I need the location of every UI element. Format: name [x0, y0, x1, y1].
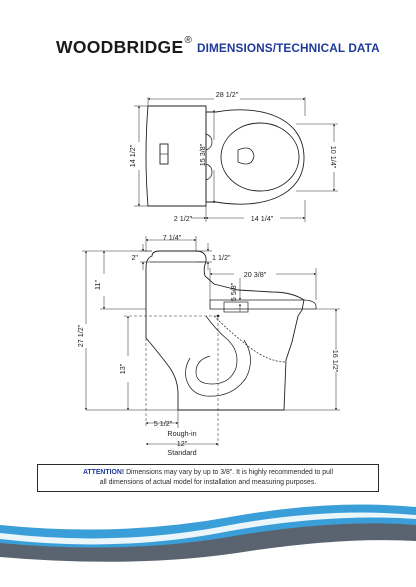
dim-tank-depth: 7 1/4" — [163, 233, 182, 242]
brand-name: WOODBRIDGE — [56, 37, 184, 57]
side-body-outline — [145, 250, 305, 411]
attention-prefix: ATTENTION! — [82, 469, 125, 476]
seat-outline — [205, 109, 305, 205]
top-tank-outline — [145, 105, 207, 207]
dim-lid-height: 1 1/2" — [212, 253, 231, 262]
dim-wall-offset: 5 1/2" — [154, 419, 173, 428]
attention-notice: ATTENTION! Dimensions may vary by up to … — [37, 464, 379, 492]
page-title: DIMENSIONS/TECHNICAL DATA — [197, 41, 380, 55]
notice-line-1: Dimensions may vary by up to 3/8". It is… — [124, 469, 334, 476]
top-view — [145, 105, 305, 207]
side-view — [86, 250, 340, 411]
dim-outlet-height: 13" — [118, 363, 127, 374]
dim-seat-top: 5 5/8" — [229, 282, 238, 301]
rough-in-note: Standard — [167, 448, 196, 457]
dim-overall-height: 27 1/2" — [76, 324, 85, 347]
dim-seat-length: 20 3/8" — [244, 270, 267, 279]
dim-seat-height: 16 1/2" — [331, 350, 340, 373]
drain-outline — [237, 147, 255, 165]
side-seat — [209, 299, 317, 310]
control-panel — [223, 301, 249, 313]
dim-tank-to-seat: 11" — [93, 280, 102, 290]
side-view-labels: 7 1/4" 1 1/2" 2" 11" 20 3/8" 5 5/8" 27 1… — [76, 233, 340, 457]
footer-wave — [0, 504, 416, 587]
rough-in-label: Rough-in — [167, 429, 196, 438]
brand-logo: WOODBRIDGE® — [56, 35, 193, 58]
dim-bowl-width: 10 1/4" — [329, 146, 338, 169]
top-view-labels: 28 1/2" 14 1/2" 15 3/8" 10 1/4" 2 1/2" 1… — [128, 90, 338, 223]
dim-tank-offset: 2 1/2" — [174, 214, 193, 223]
top-view-dims — [134, 97, 338, 222]
notice-line-2: all dimensions of actual model for insta… — [99, 478, 317, 486]
dim-tank-lid: 2" — [131, 253, 138, 262]
registered-mark: ® — [184, 35, 193, 47]
bowl-opening — [220, 122, 300, 192]
dim-bowl-length: 14 1/4" — [251, 214, 274, 223]
wave-white-base — [0, 540, 416, 587]
dim-seat-inner: 15 3/8" — [198, 143, 207, 166]
side-view-dims — [82, 236, 340, 448]
dim-depth: 14 1/2" — [128, 144, 137, 167]
trapway-outline — [185, 315, 251, 397]
dim-overall-width: 28 1/2" — [216, 90, 239, 99]
rough-in-value: 12" — [177, 439, 188, 448]
